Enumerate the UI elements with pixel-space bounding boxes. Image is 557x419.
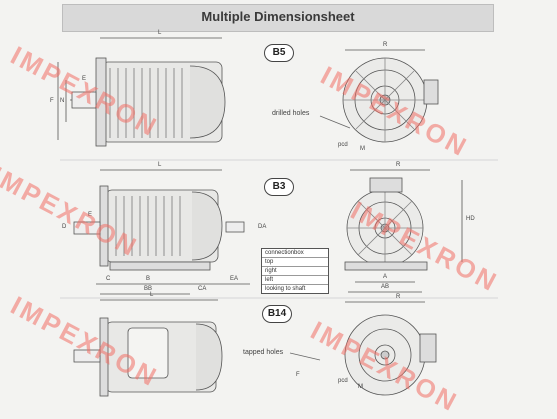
badge-b5: B5 [264, 44, 294, 62]
b5-front-view [342, 49, 439, 143]
dim-pcd-b5: pcd [338, 142, 348, 148]
dim-r-b14: R [396, 294, 401, 300]
dim-m-b5: M [360, 146, 365, 152]
dim-ab-b3: AB [381, 284, 390, 290]
dim-bb-b3: BB [144, 286, 153, 292]
legend-item: right [262, 267, 328, 276]
legend-item: connectionbox [262, 249, 328, 258]
dim-c-b3: C [106, 276, 111, 282]
title-bar: Multiple Dimensionsheet [62, 4, 494, 32]
dim-f-b14: F [296, 372, 300, 378]
dim-l-b5: L [158, 30, 162, 36]
b3-front-view [344, 169, 463, 293]
dim-r-b5: R [383, 42, 388, 48]
b5-side-view [57, 37, 226, 147]
dim-e-b5: E [82, 76, 87, 82]
dim-d-b3: D [62, 224, 67, 230]
dim-l-b14: L [150, 292, 154, 298]
dim-b-b3: B [146, 276, 151, 282]
dim-hd-b3: HD [466, 216, 475, 222]
b3-side-view [73, 169, 250, 295]
dim-da-b3: DA [258, 224, 267, 230]
dim-l-b3: L [158, 162, 162, 168]
dim-ca-b3: CA [198, 286, 207, 292]
dim-a-b3: A [383, 274, 388, 280]
drilled-holes-label: drilled holes [272, 110, 310, 117]
dim-e-b3: E [88, 212, 93, 218]
dim-m-b14: M [358, 384, 363, 390]
dim-f-b5: F [50, 98, 54, 104]
dim-pcd-b14: pcd [338, 378, 348, 384]
dim-ea-b3: EA [230, 276, 239, 282]
badge-b3: B3 [264, 178, 294, 196]
technical-drawings [57, 37, 498, 397]
legend-item: looking to shaft [265, 286, 306, 292]
legend-item: left [262, 276, 328, 285]
badge-b14: B14 [262, 305, 292, 323]
b14-side-view [73, 299, 223, 397]
page-title: Multiple Dimensionsheet [201, 9, 355, 24]
tapped-holes-label: tapped holes [243, 349, 284, 356]
connection-box-legend: connectionbox top right left looking to … [261, 248, 329, 294]
legend-item: top [262, 258, 328, 267]
dim-r-b3: R [396, 162, 401, 168]
dim-n-b5: N [60, 98, 65, 104]
b14-front-view [344, 301, 437, 396]
